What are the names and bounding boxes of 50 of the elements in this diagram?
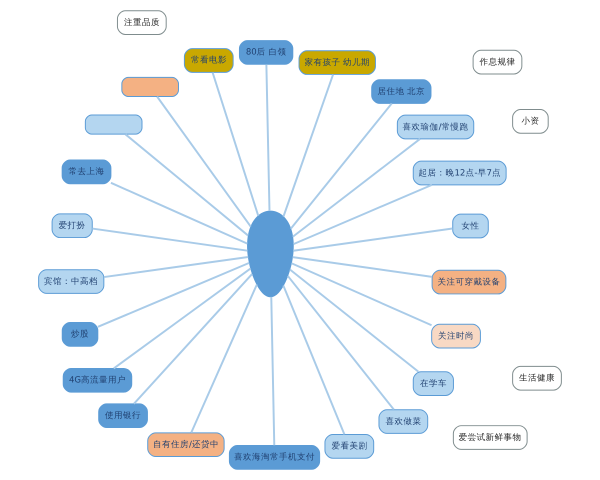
node-box: 在学车 <box>412 371 454 396</box>
node-box: 关注时尚 <box>431 324 481 348</box>
connector <box>289 268 419 372</box>
connector <box>190 284 258 434</box>
node-box: 爱尝试新鲜事物 <box>452 425 528 450</box>
connector <box>113 268 252 370</box>
node-box: 常去上海 <box>62 160 112 184</box>
node-box: 家有孩子 幼儿期 <box>298 50 376 75</box>
connector <box>293 184 432 245</box>
node-box: 爱打扮 <box>52 213 93 238</box>
node-box: 喜欢瑜伽/常慢跑 <box>396 114 474 140</box>
connector <box>265 64 270 212</box>
node-box: 80后 白领 <box>238 40 294 65</box>
connector <box>92 228 248 252</box>
node-box: 4G高流量用户 <box>62 368 132 393</box>
connector <box>133 273 253 404</box>
connector <box>290 102 392 230</box>
node-box: 常看电影 <box>184 48 234 73</box>
node-box: 注重品质 <box>116 10 167 35</box>
connector <box>282 74 334 217</box>
node-box: 使用银行 <box>98 403 148 428</box>
node-box: 自有住房/还贷中 <box>147 432 225 458</box>
connector <box>212 72 260 216</box>
node-box: 宾馆：中高档 <box>38 269 104 294</box>
node-box: 爱看美剧 <box>324 434 374 459</box>
node-box: 关注可穿戴设备 <box>432 270 506 294</box>
node-box: 起居：晚12点-早7点 <box>412 160 507 186</box>
node-box: 居住地 北京 <box>371 79 432 104</box>
node-box: 炒股 <box>62 322 98 347</box>
connector <box>98 262 250 328</box>
node-box: 喜欢海淘常手机支付 <box>228 445 320 470</box>
connector <box>291 262 432 326</box>
node-box <box>84 114 142 135</box>
connector <box>156 96 252 228</box>
node-box: 小资 <box>512 109 549 134</box>
connector <box>293 228 453 252</box>
connector <box>270 296 276 446</box>
connector <box>104 256 248 278</box>
connector <box>292 256 432 278</box>
node-person <box>247 210 294 298</box>
connector <box>124 134 249 236</box>
node-box: 喜欢做菜 <box>378 409 428 434</box>
connector <box>110 182 248 245</box>
connector <box>287 275 395 410</box>
node-box: 女性 <box>452 214 489 238</box>
node-box: 作息规律 <box>472 50 522 74</box>
node-box: 生活健康 <box>512 366 562 391</box>
connector <box>292 138 421 238</box>
node-box <box>121 76 179 97</box>
connector <box>282 285 346 435</box>
